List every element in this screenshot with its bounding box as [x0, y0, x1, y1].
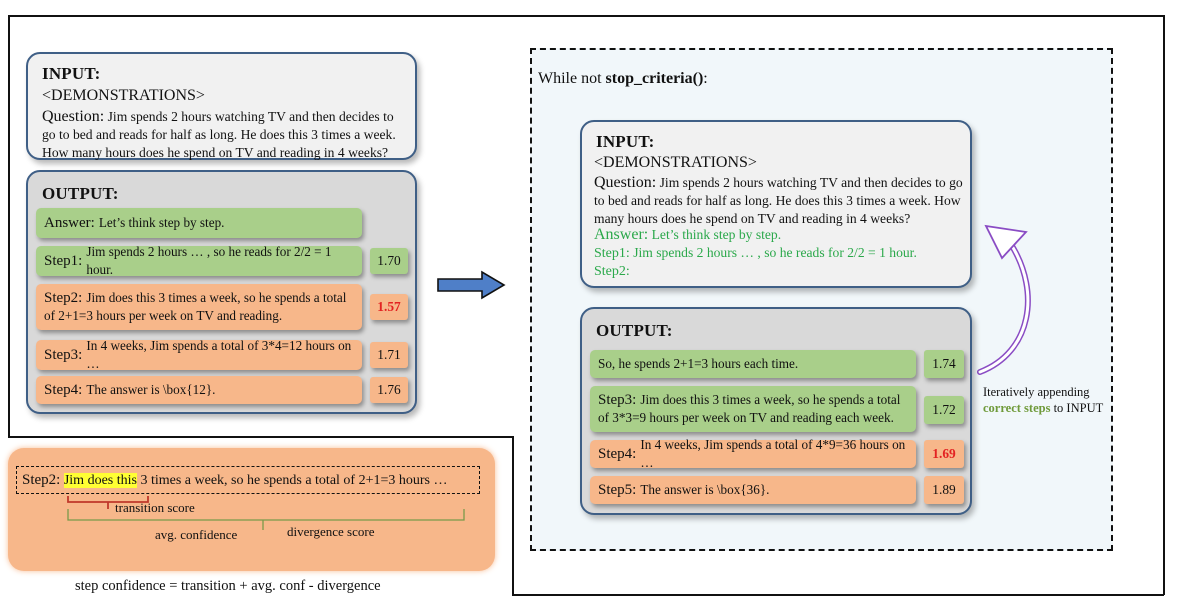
- outer-frame-step: [512, 436, 514, 595]
- detail-highlight: Jim does this: [63, 473, 137, 488]
- right-step3-box: Step3:Jim does this 3 times a week, so h…: [590, 386, 916, 432]
- left-answer-box: Answer: Let’s think step by step.: [36, 208, 362, 238]
- divergence-score-label: divergence score: [287, 524, 375, 539]
- left-question-text: Jim spends 2 hours watching TV and then …: [42, 109, 396, 160]
- outer-frame-top: [8, 15, 1164, 17]
- left-step4-box: Step4: The answer is \box{12}.: [36, 376, 362, 404]
- right-step1-text: Jim spends 2 hours … , so he reads for 2…: [633, 245, 917, 260]
- right-answer-lead: Answer:: [594, 226, 649, 243]
- left-step4-score: 1.76: [370, 377, 408, 403]
- left-step2-text: Jim does this 3 times a week, so he spen…: [44, 290, 347, 323]
- left-step3-lead: Step3:: [44, 347, 83, 363]
- left-input-panel: INPUT: <DEMONSTRATIONS> Question: Jim sp…: [26, 52, 417, 160]
- left-step3-box: Step3: In 4 weeks, Jim spends a total of…: [36, 338, 362, 371]
- right-question: Question: Jim spends 2 hours watching TV…: [594, 174, 964, 228]
- left-step2-lead: Step2:: [44, 290, 83, 306]
- outer-frame-mid: [8, 436, 513, 438]
- right-appended-step1: Step1: Jim spends 2 hours … , so he read…: [594, 244, 917, 263]
- loop-function: stop_criteria(): [605, 70, 704, 87]
- outer-frame-right: [1163, 15, 1165, 595]
- right-step1-lead: Step1:: [594, 246, 630, 261]
- loop-suffix: :: [703, 70, 708, 87]
- detail-step-lead: Step2:: [22, 472, 61, 488]
- left-step4-text: The answer is \box{12}.: [86, 382, 216, 397]
- right-step-a-box: So, he spends 2+1=3 hours each time.: [590, 350, 916, 378]
- loop-prefix: While not: [538, 70, 602, 87]
- right-appended-answer: Answer: Let’s think step by step.: [594, 226, 781, 244]
- right-step5-box: Step5: The answer is \box{36}.: [590, 476, 916, 504]
- outer-frame-bottom: [512, 594, 1164, 596]
- left-output-header: OUTPUT:: [42, 184, 119, 203]
- detail-brackets: [67, 496, 465, 530]
- right-step4-text: In 4 weeks, Jim spends a total of 4*9=36…: [640, 437, 906, 470]
- left-step4-lead: Step4:: [44, 382, 83, 398]
- right-step4-lead: Step4:: [598, 446, 637, 462]
- left-answer-text: Let’s think step by step.: [98, 215, 225, 230]
- avg-confidence-label: avg. confidence: [155, 527, 238, 542]
- detail-panel: [8, 448, 495, 571]
- left-step3-text: In 4 weeks, Jim spends a total of 3*4=12…: [86, 338, 352, 371]
- loop-back-arrow-icon: [977, 224, 1031, 375]
- right-step3-lead: Step3:: [598, 392, 637, 408]
- right-step3-score: 1.72: [924, 396, 964, 424]
- left-step1-lead: Step1:: [44, 253, 83, 269]
- appending-note: Iteratively appending correct steps to I…: [983, 384, 1103, 416]
- right-step3-text: Jim does this 3 times a week, so he spen…: [598, 392, 901, 425]
- detail-rest: 3 times a week, so he spends a total of …: [136, 473, 448, 488]
- transition-score-label: transition score: [115, 500, 195, 515]
- detail-dashed-box: [16, 466, 480, 494]
- left-question: Question: Jim spends 2 hours watching TV…: [42, 108, 404, 162]
- left-input-header: INPUT:: [42, 64, 101, 83]
- right-step2-lead: Step2:: [594, 264, 630, 279]
- right-step-a-score: 1.74: [924, 350, 964, 378]
- outer-frame-left: [8, 15, 10, 437]
- confidence-formula: step confidence = transition + avg. conf…: [75, 578, 381, 594]
- right-demonstrations: <DEMONSTRATIONS>: [594, 154, 757, 171]
- right-step5-lead: Step5:: [598, 482, 637, 498]
- left-step3-score: 1.71: [370, 342, 408, 368]
- right-appended-step2: Step2:: [594, 262, 630, 281]
- left-step1-box: Step1: Jim spends 2 hours … , so he read…: [36, 244, 362, 277]
- left-step2-score: 1.57: [370, 294, 408, 320]
- left-step2-box: Step2:Jim does this 3 times a week, so h…: [36, 284, 362, 330]
- detail-step-line: Step2: Jim does this 3 times a week, so …: [22, 469, 447, 492]
- left-step1-score: 1.70: [370, 248, 408, 274]
- left-demonstrations: <DEMONSTRATIONS>: [42, 87, 205, 104]
- right-arrow-icon: [437, 270, 506, 300]
- left-question-lead: Question:: [42, 108, 105, 125]
- appending-note-highlight: correct steps: [983, 401, 1051, 415]
- right-step5-text: The answer is \box{36}.: [640, 482, 770, 497]
- right-step-a-text: So, he spends 2+1=3 hours each time.: [598, 356, 799, 371]
- left-answer-lead: Answer:: [44, 215, 95, 231]
- right-input-panel: INPUT: <DEMONSTRATIONS> Question: Jim sp…: [580, 120, 972, 288]
- right-step4-box: Step4: In 4 weeks, Jim spends a total of…: [590, 437, 916, 470]
- appending-note-line1: Iteratively appending: [983, 385, 1090, 399]
- left-step1-text: Jim spends 2 hours … , so he reads for 2…: [86, 244, 332, 277]
- loop-condition: While not stop_criteria():: [538, 70, 708, 88]
- appending-note-suffix: to INPUT: [1050, 401, 1104, 415]
- right-answer-text: Let’s think step by step.: [651, 227, 782, 242]
- right-step4-score: 1.69: [924, 440, 964, 468]
- right-question-text: Jim spends 2 hours watching TV and then …: [594, 175, 963, 226]
- right-step5-score: 1.89: [924, 476, 964, 504]
- right-input-header: INPUT:: [596, 132, 655, 151]
- right-question-lead: Question:: [594, 174, 657, 191]
- right-output-header: OUTPUT:: [596, 321, 673, 340]
